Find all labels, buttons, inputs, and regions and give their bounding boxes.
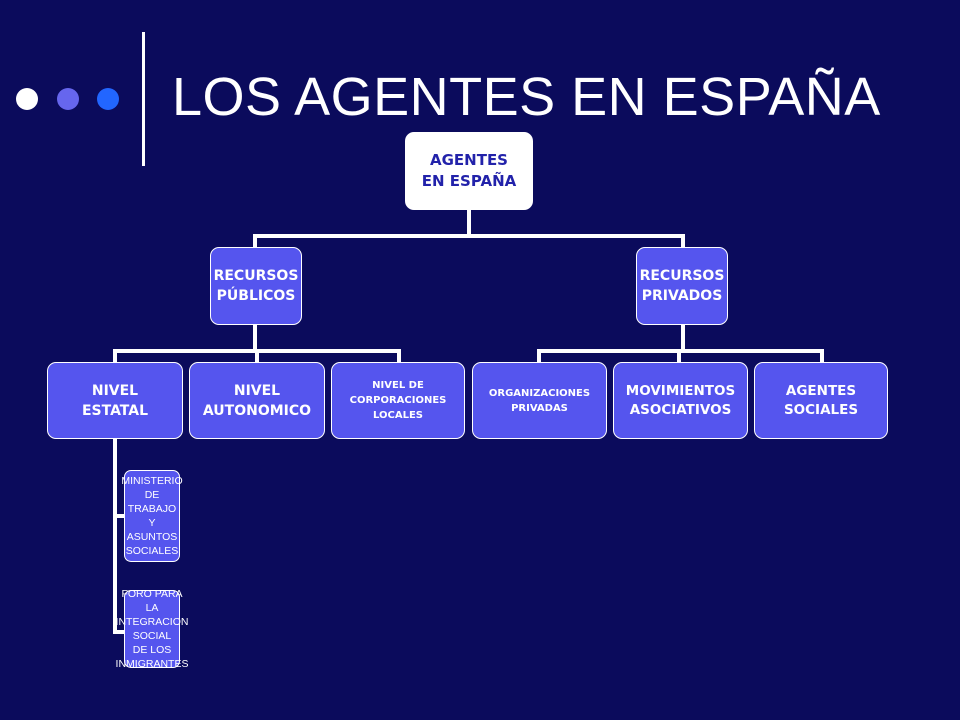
title-divider — [142, 32, 145, 166]
slide-title: LOS AGENTES EN ESPAÑA — [172, 67, 881, 127]
node-label: RECURSOS PRIVADOS — [639, 268, 725, 304]
node-label: NIVEL DE CORPORACIONES LOCALES — [349, 380, 447, 421]
node-nivel-autonomico: NIVEL AUTONOMICO — [189, 362, 325, 439]
bullet-dot-white — [16, 88, 38, 110]
node-recursos-privados: RECURSOS PRIVADOS — [636, 247, 728, 325]
node-label: RECURSOS PÚBLICOS — [213, 268, 299, 304]
node-movimientos-asociativos: MOVIMIENTOS ASOCIATIVOS — [613, 362, 748, 439]
node-agentes-espana: AGENTES EN ESPAÑA — [405, 132, 533, 210]
node-label: NIVEL ESTATAL — [81, 382, 149, 419]
node-organizaciones-privadas: ORGANIZACIONES PRIVADAS — [472, 362, 607, 439]
node-label: ORGANIZACIONES PRIVADAS — [488, 387, 591, 414]
node-label: AGENTES EN ESPAÑA — [421, 151, 517, 190]
bullet-dot-blue — [97, 88, 119, 110]
node-label: MOVIMIENTOS ASOCIATIVOS — [625, 382, 736, 418]
node-ministerio-trabajo: MINISTERIO DE TRABAJO Y ASUNTOS SOCIALES — [121, 470, 183, 562]
node-label: FORO PARA LA INTEGRACION SOCIAL DE LOS I… — [115, 588, 189, 670]
node-recursos-publicos: RECURSOS PÚBLICOS — [210, 247, 302, 325]
node-label: NIVEL AUTONOMICO — [202, 382, 312, 419]
bullet-dot-lavender — [57, 88, 79, 110]
node-label: AGENTES SOCIALES — [783, 382, 859, 418]
node-foro-integracion: FORO PARA LA INTEGRACION SOCIAL DE LOS I… — [116, 588, 189, 670]
node-agentes-sociales: AGENTES SOCIALES — [754, 362, 888, 439]
node-nivel-estatal: NIVEL ESTATAL — [47, 362, 183, 439]
node-label: MINISTERIO DE TRABAJO Y ASUNTOS SOCIALES — [121, 475, 183, 557]
node-nivel-corporaciones-locales: NIVEL DE CORPORACIONES LOCALES — [331, 362, 465, 439]
